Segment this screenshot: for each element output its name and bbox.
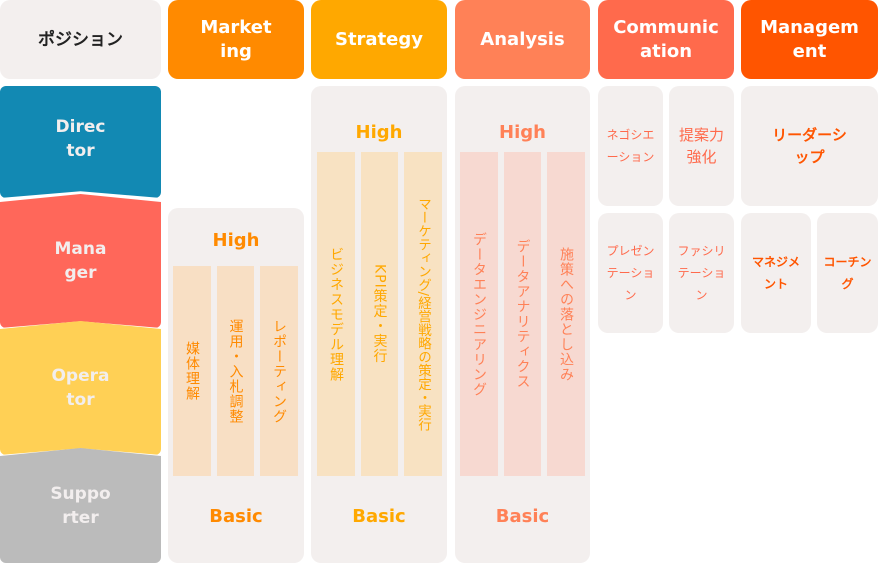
level-high: High	[212, 230, 260, 251]
skill-column: 施策への落とし込み	[547, 152, 585, 476]
skill-negotiation: ネゴシエーション	[598, 86, 663, 206]
category-analysis[interactable]: Analysis	[455, 0, 590, 79]
category-strategy[interactable]: Strategy	[311, 0, 447, 79]
position-operator[interactable]: Opera tor	[0, 321, 161, 455]
skill-proposal: 提案力強化	[669, 86, 734, 206]
level-high: High	[355, 122, 403, 143]
position-header: ポジション	[0, 0, 161, 79]
skill-column: マーケティング/経営戦略の策定・実行	[404, 152, 442, 476]
marketing-panel: High 媒体理解 運用・入札調整 レポーティング Basic	[168, 208, 304, 563]
skill-presentation: プレゼンテーション	[598, 213, 663, 333]
category-communication[interactable]: Communic ation	[598, 0, 734, 79]
position-director[interactable]: Direc tor	[0, 86, 161, 198]
level-basic: Basic	[352, 506, 406, 527]
strategy-panel: High ビジネスモデル理解 KPI策定・実行 マーケティング/経営戦略の策定・…	[311, 86, 447, 563]
skill-column: レポーティング	[260, 266, 298, 476]
analysis-panel: High データエンジニアリング データアナリティクス 施策への落とし込み Ba…	[455, 86, 590, 563]
position-supporter[interactable]: Suppo rter	[0, 448, 161, 563]
skill-coaching: コーチング	[817, 213, 878, 333]
skill-facilitation: ファシリテーション	[669, 213, 734, 333]
category-management[interactable]: Managem ent	[741, 0, 878, 79]
skill-column: 運用・入札調整	[217, 266, 254, 476]
skill-leadership: リーダーシップ	[741, 86, 878, 206]
skill-management: マネジメント	[741, 213, 811, 333]
category-marketing[interactable]: Market ing	[168, 0, 304, 79]
level-high: High	[499, 122, 546, 143]
skill-column: KPI策定・実行	[361, 152, 398, 476]
level-basic: Basic	[209, 506, 263, 527]
skill-column: ビジネスモデル理解	[317, 152, 355, 476]
skill-column: データエンジニアリング	[460, 152, 498, 476]
position-manager[interactable]: Mana ger	[0, 194, 161, 328]
skill-column: データアナリティクス	[504, 152, 541, 476]
skill-column: 媒体理解	[173, 266, 211, 476]
level-basic: Basic	[495, 506, 550, 527]
